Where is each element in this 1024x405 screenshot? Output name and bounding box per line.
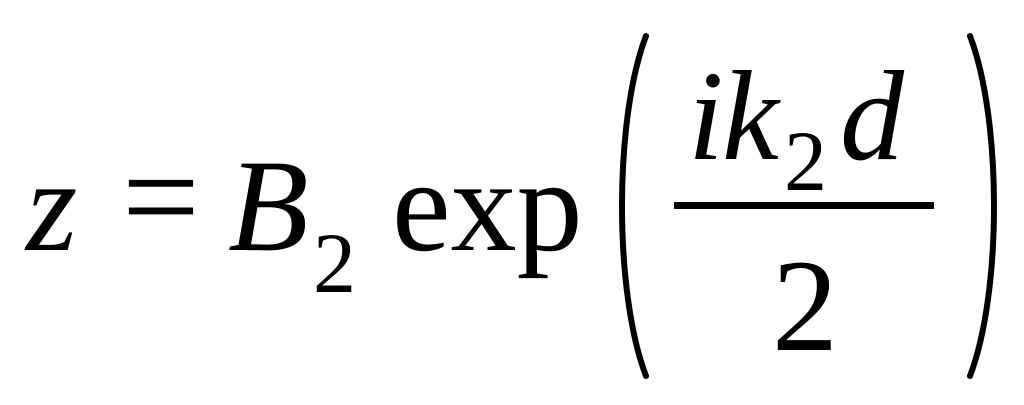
numerator-k: k (722, 45, 779, 187)
left-parenthesis (619, 33, 649, 379)
equals-sign: = (122, 120, 200, 273)
numerator-k-subscript: 2 (784, 113, 827, 209)
exp-function: exp (392, 132, 583, 279)
variable-z: z (26, 132, 78, 279)
right-parenthesis (967, 33, 997, 379)
coefficient-b: B (228, 132, 309, 279)
numerator-i: i (688, 45, 724, 187)
numerator-d: d (840, 45, 904, 187)
coefficient-subscript: 2 (313, 215, 356, 311)
fraction-bar (674, 202, 934, 209)
denominator: 2 (772, 232, 838, 379)
